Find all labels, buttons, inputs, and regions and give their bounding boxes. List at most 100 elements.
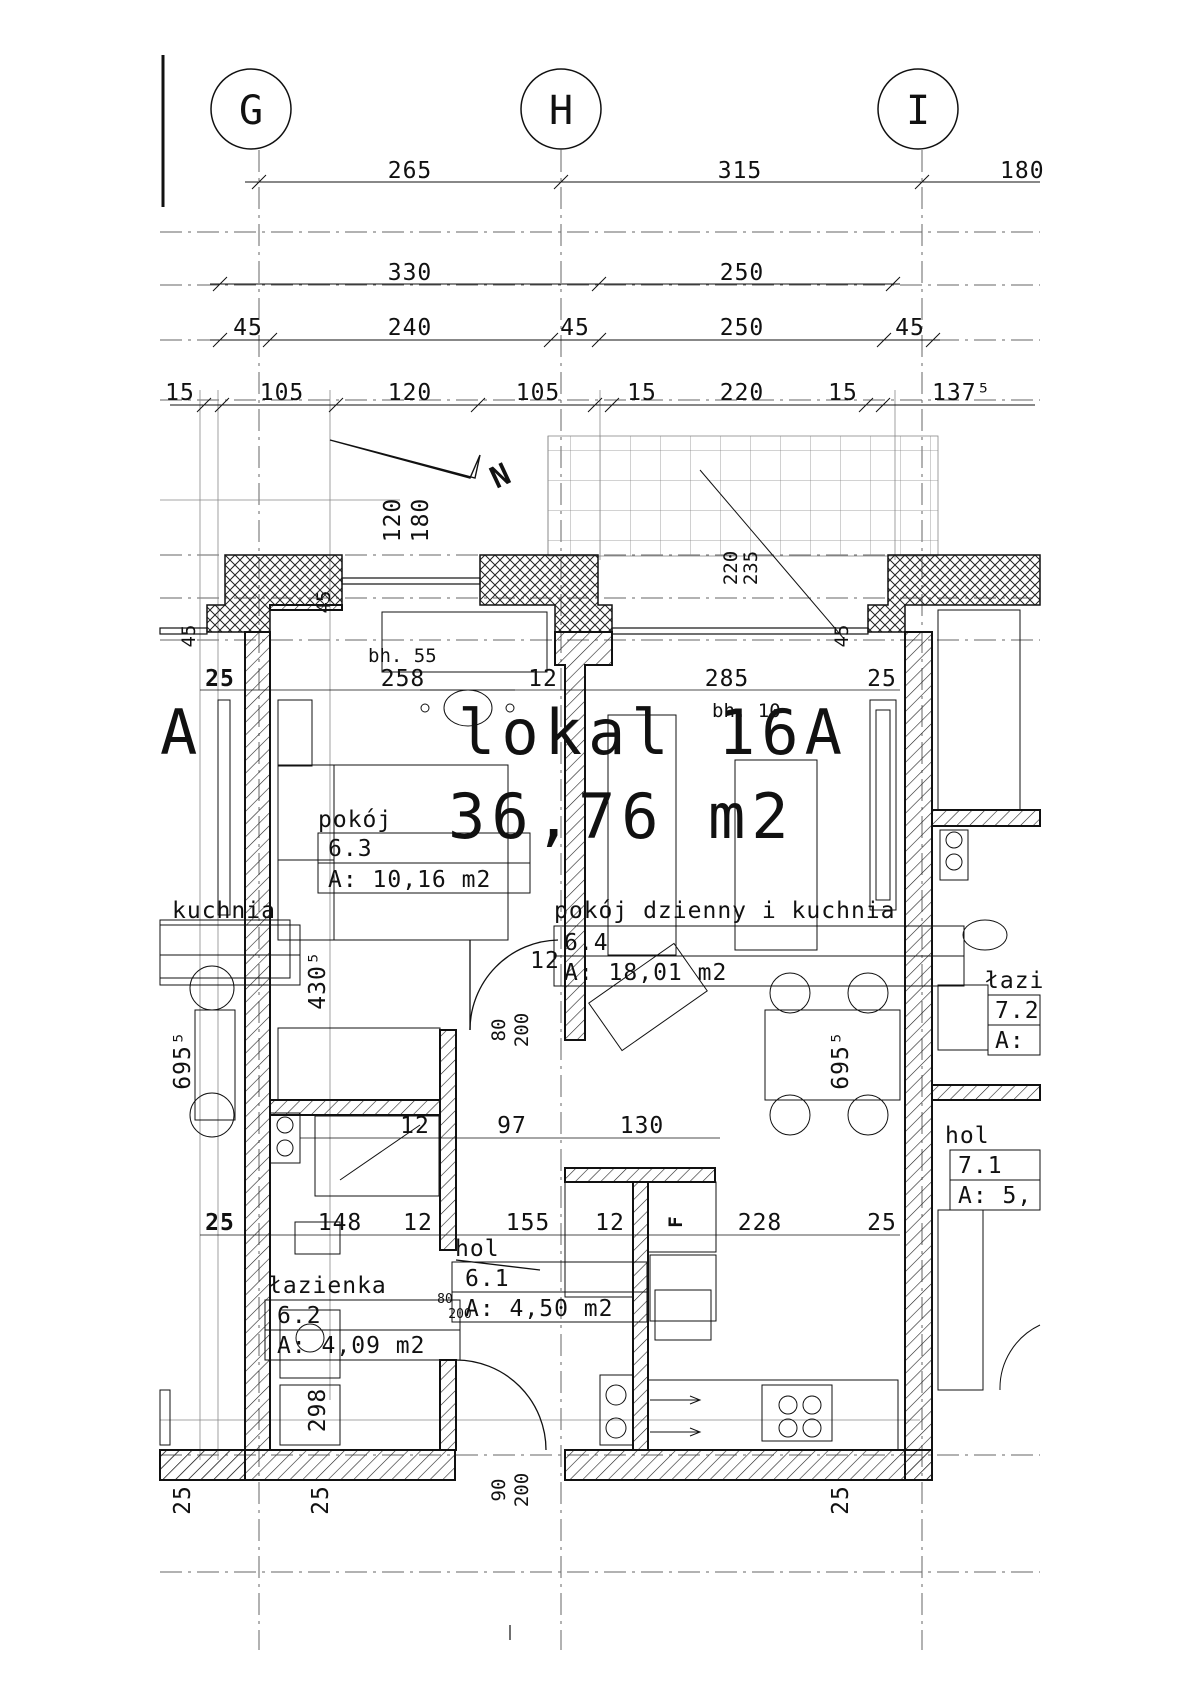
svg-text:25: 25 bbox=[205, 666, 235, 692]
svg-text:220: 220 bbox=[720, 551, 742, 585]
edge-letter: A bbox=[160, 696, 203, 769]
living-number: 6.4 bbox=[564, 930, 609, 956]
bedroom-area: A: 10,16 m2 bbox=[328, 867, 491, 893]
svg-text:25: 25 bbox=[308, 1485, 334, 1515]
svg-text:120: 120 bbox=[388, 380, 433, 406]
doors bbox=[455, 939, 1035, 1451]
neighbor-kitchen-name: kuchnia bbox=[172, 898, 276, 924]
axis-label-h: H bbox=[549, 88, 573, 134]
neighbor-bath-number: 7.2 bbox=[995, 998, 1040, 1024]
svg-text:695⁵: 695⁵ bbox=[828, 1030, 854, 1089]
room-label-neighbor-bath: łazi 7.2 A: bbox=[985, 968, 1044, 1056]
svg-text:200: 200 bbox=[511, 1013, 533, 1047]
svg-text:235: 235 bbox=[740, 551, 762, 585]
svg-text:220: 220 bbox=[720, 380, 765, 406]
svg-text:12: 12 bbox=[403, 1210, 433, 1236]
neighbor-bath-name: łazi bbox=[985, 968, 1044, 994]
insulation bbox=[206, 554, 1041, 633]
svg-text:12: 12 bbox=[530, 948, 560, 974]
fridge-symbol: F bbox=[665, 1216, 687, 1227]
axis-label-i: I bbox=[906, 88, 930, 134]
svg-text:137⁵: 137⁵ bbox=[932, 380, 991, 406]
svg-text:298: 298 bbox=[305, 1388, 331, 1433]
svg-text:330: 330 bbox=[388, 260, 433, 286]
svg-text:240: 240 bbox=[388, 315, 433, 341]
room-label-bedroom: pokój 6.3 A: 10,16 m2 bbox=[317, 807, 531, 894]
svg-text:bh. 55: bh. 55 bbox=[368, 645, 437, 667]
svg-text:25: 25 bbox=[170, 1485, 196, 1515]
svg-text:130: 130 bbox=[620, 1113, 665, 1139]
svg-text:155: 155 bbox=[506, 1210, 551, 1236]
living-area: A: 18,01 m2 bbox=[564, 960, 727, 986]
hall-area: A: 4,50 m2 bbox=[465, 1296, 613, 1322]
svg-text:258: 258 bbox=[381, 666, 426, 692]
apartment-area: 36,76 m2 bbox=[448, 780, 795, 853]
svg-text:25: 25 bbox=[205, 1210, 235, 1236]
neighbor-bath-area: A: bbox=[995, 1028, 1025, 1054]
dimension-lines bbox=[170, 174, 1040, 413]
neighbor-hall-area: A: 5, bbox=[958, 1183, 1032, 1209]
svg-text:228: 228 bbox=[738, 1210, 783, 1236]
bathroom-area: A: 4,09 m2 bbox=[277, 1333, 425, 1359]
vertical-dimensions: 120 180 220 235 695⁵ 430⁵ 695⁵ 298 80 20… bbox=[170, 498, 854, 1515]
svg-text:45: 45 bbox=[178, 625, 200, 648]
room-label-hall: hol 6.1 A: 4,50 m2 bbox=[451, 1236, 648, 1323]
svg-text:265: 265 bbox=[388, 158, 433, 184]
north-arrow-label: N bbox=[485, 457, 517, 497]
svg-text:25: 25 bbox=[867, 1210, 897, 1236]
svg-text:15: 15 bbox=[627, 380, 657, 406]
bathroom-number: 6.2 bbox=[277, 1303, 322, 1329]
svg-text:12: 12 bbox=[595, 1210, 625, 1236]
svg-text:12: 12 bbox=[400, 1113, 430, 1139]
bedroom-name: pokój bbox=[318, 807, 392, 833]
svg-text:25: 25 bbox=[867, 666, 897, 692]
svg-text:285: 285 bbox=[705, 666, 750, 692]
bathroom-name: łazienka bbox=[268, 1273, 387, 1299]
axis-markers: G H I bbox=[210, 68, 959, 150]
svg-text:80: 80 bbox=[437, 1292, 453, 1307]
svg-text:45: 45 bbox=[313, 591, 335, 614]
dimension-texts-top: 265 315 180 330 250 45 240 45 250 45 15 … bbox=[165, 158, 1045, 406]
axis-label-g: G bbox=[239, 88, 263, 134]
svg-text:430⁵: 430⁵ bbox=[305, 950, 331, 1009]
svg-text:315: 315 bbox=[718, 158, 763, 184]
neighbor-hall-number: 7.1 bbox=[958, 1153, 1003, 1179]
bedroom-furniture bbox=[269, 611, 548, 1197]
room-label-neighbor-hall: hol 7.1 A: 5, bbox=[945, 1123, 1041, 1211]
apartment-title: lokal 16A bbox=[458, 696, 848, 769]
living-furniture bbox=[588, 469, 901, 1136]
north-arrow: N bbox=[329, 439, 517, 497]
svg-text:bh. 10: bh. 10 bbox=[712, 700, 781, 722]
svg-text:250: 250 bbox=[720, 260, 765, 286]
svg-text:200: 200 bbox=[511, 1473, 533, 1507]
svg-text:105: 105 bbox=[260, 380, 305, 406]
svg-text:148: 148 bbox=[318, 1210, 363, 1236]
bedroom-number: 6.3 bbox=[328, 836, 373, 862]
svg-text:45: 45 bbox=[831, 625, 853, 648]
svg-text:97: 97 bbox=[497, 1113, 527, 1139]
svg-text:120: 120 bbox=[380, 498, 406, 543]
svg-text:180: 180 bbox=[408, 498, 434, 543]
living-name: pokój dzienny i kuchnia bbox=[554, 898, 896, 924]
svg-text:45: 45 bbox=[560, 315, 590, 341]
svg-text:45: 45 bbox=[233, 315, 263, 341]
svg-text:25: 25 bbox=[828, 1485, 854, 1515]
room-label-neighbor-kitchen: kuchnia bbox=[159, 898, 301, 986]
walls bbox=[159, 604, 1041, 1481]
svg-text:80: 80 bbox=[488, 1019, 510, 1042]
svg-text:250: 250 bbox=[720, 315, 765, 341]
kitchen-fixtures bbox=[279, 1181, 899, 1451]
svg-text:90: 90 bbox=[488, 1479, 510, 1502]
room-label-living: pokój dzienny i kuchnia 6.4 A: 18,01 m2 bbox=[553, 898, 965, 987]
svg-text:105: 105 bbox=[516, 380, 561, 406]
interior-dimensions: 25 258 12 285 25 bh. 55 bh. 10 12 97 130… bbox=[178, 591, 900, 1236]
hall-name: hol bbox=[455, 1236, 500, 1262]
hall-number: 6.1 bbox=[465, 1266, 510, 1292]
svg-text:200: 200 bbox=[448, 1307, 471, 1322]
neighbor-hall-name: hol bbox=[945, 1123, 990, 1149]
svg-text:12: 12 bbox=[528, 666, 558, 692]
room-label-bathroom: łazienka 6.2 A: 4,09 m2 bbox=[264, 1273, 461, 1361]
svg-text:695⁵: 695⁵ bbox=[170, 1030, 196, 1089]
svg-text:180: 180 bbox=[1000, 158, 1045, 184]
